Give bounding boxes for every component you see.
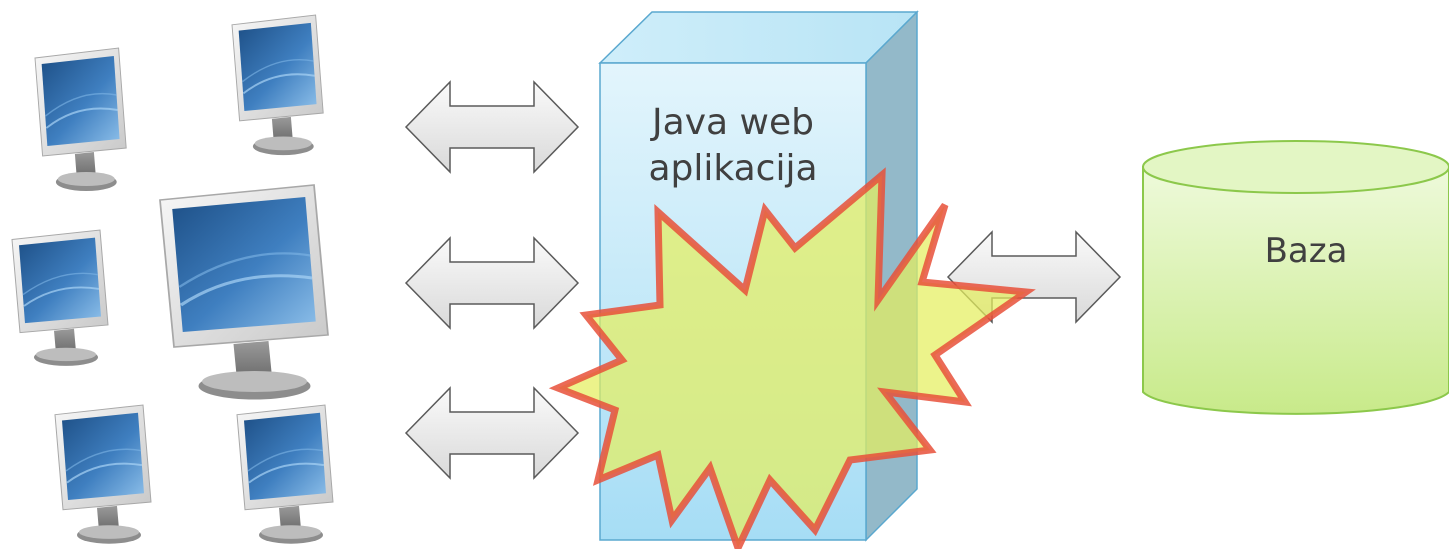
database-top bbox=[1142, 140, 1449, 194]
client-monitor-icon bbox=[11, 229, 109, 367]
client-server-arrow-middle bbox=[405, 237, 579, 329]
server-label-line2: aplikacija bbox=[648, 148, 817, 189]
server-top-face bbox=[598, 11, 919, 64]
database-label: Baza bbox=[1265, 231, 1348, 271]
client-monitor-icon bbox=[54, 404, 152, 545]
clients-group bbox=[11, 14, 334, 545]
server-label-line1: Java web bbox=[650, 102, 814, 143]
client-monitor-icon bbox=[34, 47, 128, 192]
explosion-burst bbox=[548, 167, 1036, 549]
client-monitor-icon bbox=[158, 183, 330, 402]
client-monitor-icon bbox=[236, 404, 334, 545]
database-cylinder: Baza bbox=[1142, 140, 1449, 415]
database-body bbox=[1142, 166, 1449, 415]
client-server-arrow-top bbox=[405, 81, 579, 173]
client-monitor-icon bbox=[231, 14, 325, 157]
client-server-arrow-bottom bbox=[405, 387, 579, 479]
